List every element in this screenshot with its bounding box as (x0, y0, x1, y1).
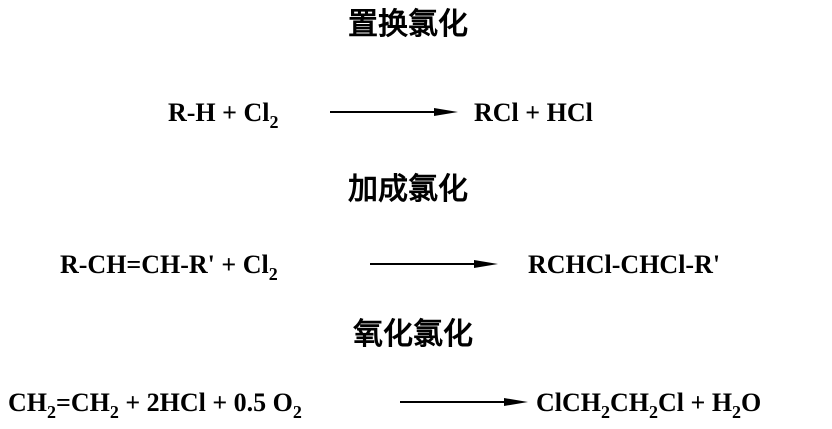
reactants-substitution: R-H + Cl2 (168, 98, 279, 132)
section-title-substitution: 置换氯化 (348, 7, 468, 42)
reactants-addition: R-CH=CH-R' + Cl2 (60, 250, 278, 284)
products-oxychlorination: ClCH2CH2Cl + H2O (536, 388, 762, 422)
reaction-arrow-substitution (330, 108, 458, 116)
section-title-addition: 加成氯化 (348, 172, 468, 207)
reaction-arrow-addition (370, 260, 498, 268)
reaction-arrow-oxychlorination (400, 398, 528, 406)
products-addition: RCHCl-CHCl-R' (528, 250, 721, 279)
products-substitution: RCl + HCl (474, 98, 593, 127)
reactants-oxychlorination: CH2=CH2 + 2HCl + 0.5 O2 (8, 388, 302, 422)
section-title-oxychlorination: 氧化氯化 (353, 317, 473, 352)
